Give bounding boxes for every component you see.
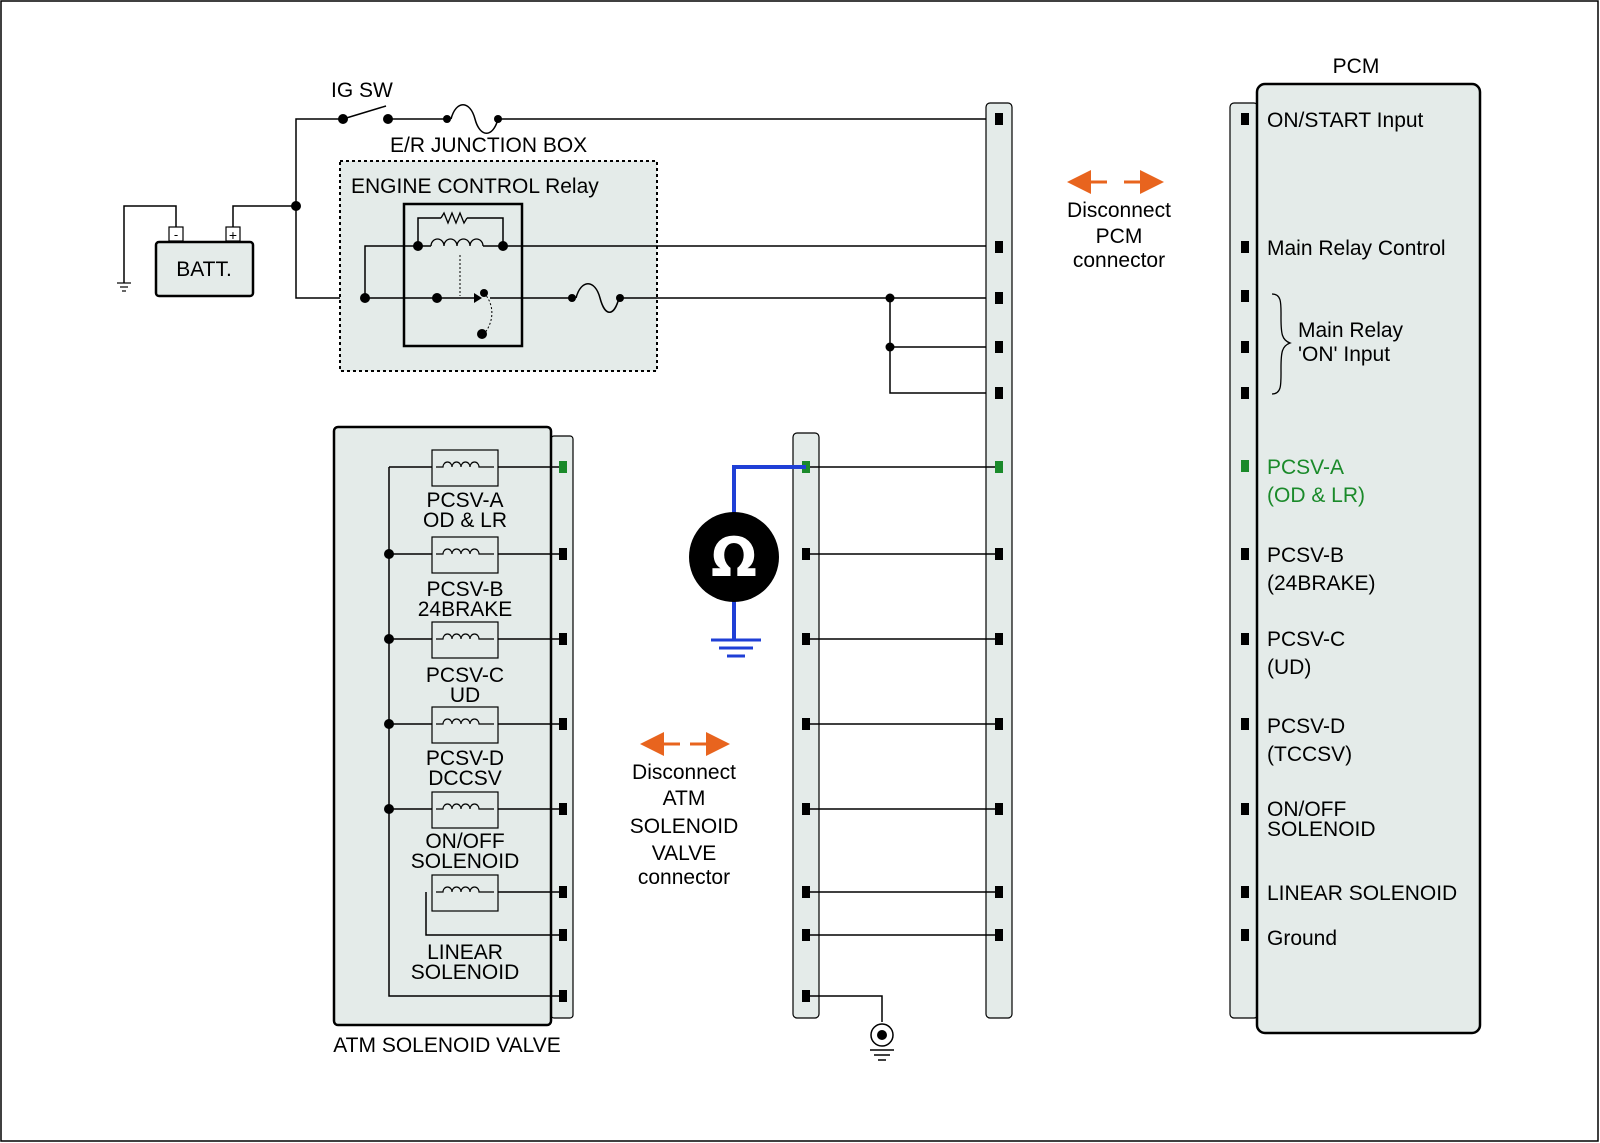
pcm-pin-main-relay-control: Main Relay Control xyxy=(1267,237,1446,260)
pcm-box xyxy=(1255,82,1482,1035)
battery: - + BATT. xyxy=(154,226,255,298)
pcm-pin-main-relay-on-1: Main Relay xyxy=(1298,319,1404,342)
svg-text:SOLENOID: SOLENOID xyxy=(411,961,520,984)
svg-text:connector: connector xyxy=(1073,249,1165,272)
svg-text:PCSV-D: PCSV-D xyxy=(426,747,504,770)
svg-text:24BRAKE: 24BRAKE xyxy=(418,598,513,621)
pcm-pin-pcsv-a-1: PCSV-A xyxy=(1267,456,1344,479)
pcm-pin-pcsv-d-1: PCSV-D xyxy=(1267,715,1345,738)
engine-control-relay xyxy=(402,202,524,348)
svg-text:PCSV-B: PCSV-B xyxy=(426,578,503,601)
atm-valve-label: ATM SOLENOID VALVE xyxy=(333,1034,561,1057)
svg-text:ATM: ATM xyxy=(663,787,706,810)
battery-minus-label: - xyxy=(174,227,178,242)
pcm-pin-pcsv-b-1: PCSV-B xyxy=(1267,544,1344,567)
solenoid-coil-pcsv-c xyxy=(431,621,499,659)
solenoid-coil-pcsv-d xyxy=(431,706,499,744)
solenoid-coil-pcsv-a xyxy=(431,449,499,487)
brace xyxy=(1271,293,1292,395)
pcm-pin-pcsv-c-1: PCSV-C xyxy=(1267,628,1345,651)
svg-text:PCSV-A: PCSV-A xyxy=(426,489,503,512)
resistor xyxy=(440,211,468,225)
pcm-connector xyxy=(1229,102,1259,1019)
svg-text:LINEAR: LINEAR xyxy=(427,941,503,964)
pcm-pin-linear: LINEAR SOLENOID xyxy=(1267,882,1457,905)
pcm-label: PCM xyxy=(1333,55,1380,78)
pcm-pin-labels: ON/START Input Main Relay Control Main R… xyxy=(1267,109,1457,950)
ground-symbol-meter xyxy=(711,638,761,658)
svg-text:PCM: PCM xyxy=(1096,225,1143,248)
ignition-switch xyxy=(338,105,393,124)
atm-valve-pins xyxy=(559,461,567,1002)
pcm-pin-pcsv-a-2: (OD & LR) xyxy=(1267,484,1365,507)
pcm-pin-onoff-1: ON/OFF xyxy=(1267,798,1346,821)
battery-plus-label: + xyxy=(229,227,237,243)
pcm-pin-on-start: ON/START Input xyxy=(1267,109,1424,132)
meter-probe-lead xyxy=(732,465,806,514)
ohm-symbol: Ω xyxy=(711,526,757,589)
svg-text:SOLENOID: SOLENOID xyxy=(630,815,739,838)
pcm-pin-pcsv-b-2: (24BRAKE) xyxy=(1267,572,1376,595)
svg-text:OD & LR: OD & LR xyxy=(423,509,507,532)
pcm-pins xyxy=(1241,113,1249,941)
pcm-pin-main-relay-on-2: 'ON' Input xyxy=(1298,343,1390,366)
pcm-pin-pcsv-c-2: (UD) xyxy=(1267,656,1311,679)
svg-text:SOLENOID: SOLENOID xyxy=(411,850,520,873)
relay-label: ENGINE CONTROL Relay xyxy=(351,175,599,198)
pcm-pin-onoff-2: SOLENOID xyxy=(1267,818,1376,841)
solenoid-labels: PCSV-A OD & LR PCSV-B 24BRAKE PCSV-C UD … xyxy=(411,489,520,984)
svg-text:VALVE: VALVE xyxy=(652,842,717,865)
ground-symbol-battery xyxy=(117,282,131,292)
svg-text:UD: UD xyxy=(450,684,480,707)
solenoid-coil-onoff xyxy=(431,791,499,829)
pcm-pin-ground: Ground xyxy=(1267,927,1337,950)
svg-text:DCCSV: DCCSV xyxy=(428,767,502,790)
solenoid-coil-linear xyxy=(431,874,499,912)
svg-text:Disconnect: Disconnect xyxy=(1067,199,1171,222)
svg-text:PCSV-C: PCSV-C xyxy=(426,664,504,687)
junction-box xyxy=(339,160,658,372)
svg-text:Disconnect: Disconnect xyxy=(632,761,736,784)
svg-text:connector: connector xyxy=(638,866,730,889)
ohmmeter xyxy=(689,512,779,602)
svg-text:ON/OFF: ON/OFF xyxy=(425,830,504,853)
pcm-harness-connector xyxy=(985,102,1013,1019)
fuse-ig xyxy=(443,104,502,134)
battery-label: BATT. xyxy=(176,258,232,281)
pcm-harness-pins xyxy=(995,113,1003,941)
solenoid-coil-pcsv-b xyxy=(431,536,499,574)
disconnect-pcm-note: Disconnect PCM connector xyxy=(1067,199,1171,272)
pcm-pin-pcsv-d-2: (TCCSV) xyxy=(1267,743,1352,766)
disconnect-atm-note: Disconnect ATM SOLENOID VALVE connector xyxy=(630,761,739,889)
junction-box-label: E/R JUNCTION BOX xyxy=(390,134,587,157)
ig-switch-label: IG SW xyxy=(331,79,393,102)
chassis-ground-symbol xyxy=(870,1023,894,1061)
